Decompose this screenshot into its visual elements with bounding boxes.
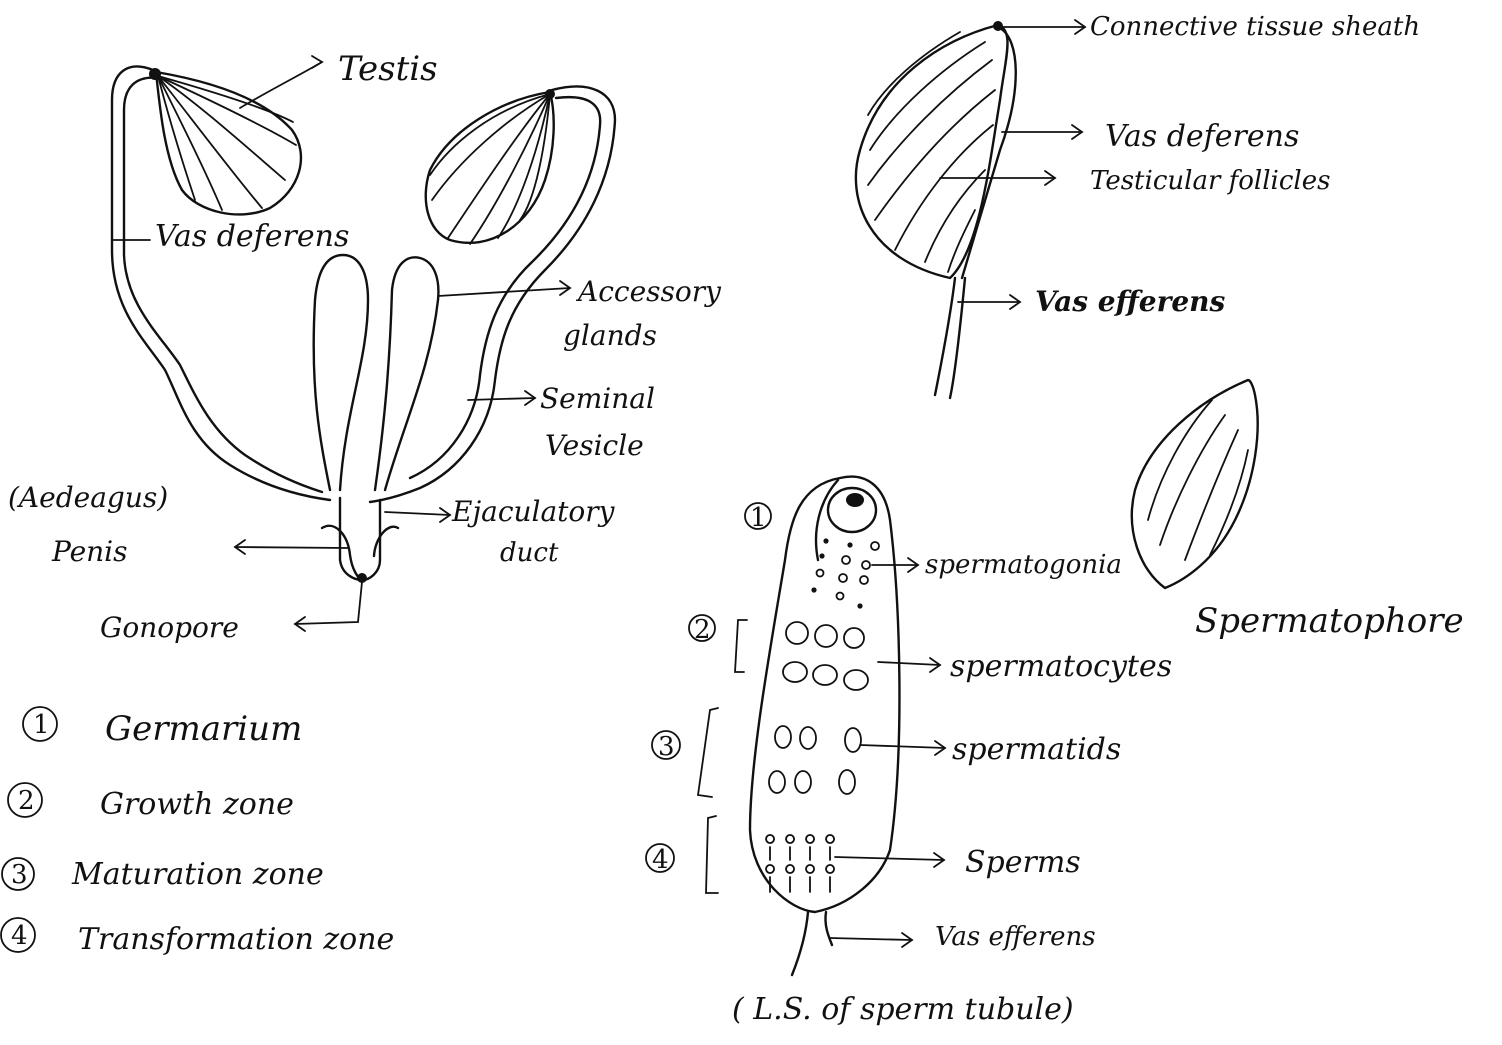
left-testis-follicles: [158, 76, 296, 210]
testis-detail-inner: [962, 28, 1016, 278]
zone1-number: 1: [750, 505, 767, 531]
label-gonopore: Gonopore: [100, 614, 239, 642]
legend-number-circles: [1, 707, 57, 952]
label-testicular-follicles: Testicular follicles: [1090, 168, 1330, 194]
spermatids-cells: [769, 726, 861, 794]
label-ejaculatory-duct-1: Ejaculatory: [452, 498, 615, 526]
label-sperm-tubule-caption: ( L.S. of sperm tubule): [732, 995, 1074, 1025]
label-vas-deferens-detail: Vas deferens: [1105, 122, 1299, 152]
spermatocytes-cells: [783, 622, 868, 690]
label-vas-efferens-detail: Vas efferens: [1035, 288, 1225, 316]
sperm-tubule-drawing: [646, 477, 945, 975]
spermatophore-lines: [1148, 400, 1248, 560]
zone4-bracket: [706, 816, 718, 893]
label-spermatogonia: spermatogonia: [925, 552, 1122, 578]
legend-4-number: 4: [11, 923, 28, 949]
label-seminal-vesicle-2: Vesicle: [545, 432, 644, 460]
testis-arrow: [240, 62, 322, 108]
label-accessory-glands-2: glands: [563, 322, 657, 350]
sperm-cells: [766, 835, 834, 892]
label-vas-deferens: Vas deferens: [155, 222, 349, 252]
label-connective-tissue-sheath: Connective tissue sheath: [1090, 14, 1420, 40]
penis-sheath-right: [374, 527, 398, 556]
label-penis: Penis: [52, 538, 128, 566]
testis-detail-follicles: [868, 32, 995, 272]
left-vas-deferens-inner: [124, 78, 322, 492]
legend-4-name: Transformation zone: [78, 925, 394, 955]
label-ejaculatory-duct-2: duct: [500, 540, 558, 566]
right-accessory-gland: [375, 257, 438, 490]
zone2-bracket: [735, 620, 747, 672]
seminal-vesicle-arrow: [468, 398, 535, 400]
ejaculatory-duct-arrow: [385, 512, 450, 515]
right-testis-follicles: [430, 94, 550, 244]
label-aedeagus: (Aedeagus): [8, 484, 168, 512]
label-spermatids: spermatids: [952, 735, 1121, 765]
zone3-bracket: [698, 708, 718, 797]
label-spermatocytes: spermatocytes: [950, 652, 1172, 682]
spermatophore-drawing: [1132, 380, 1258, 588]
label-spermatophore: Spermatophore: [1195, 604, 1464, 638]
label-accessory-glands-1: Accessory: [578, 278, 721, 306]
label-vas-efferens-tubule: Vas efferens: [935, 924, 1096, 950]
zone2-number: 2: [694, 617, 711, 643]
legend-3-number: 3: [11, 862, 28, 888]
legend-2-number: 2: [18, 788, 35, 814]
testis-detail-outer: [856, 25, 1008, 278]
legend-1-name: Germarium: [105, 712, 302, 746]
label-sperms: Sperms: [965, 848, 1081, 878]
label-seminal-vesicle-1: Seminal: [540, 385, 655, 413]
testis-detail-drawing: [856, 20, 1085, 398]
vas-efferens-tube: [935, 278, 955, 395]
penis-sheath-left: [322, 526, 362, 580]
spermatogonia-cells: [811, 538, 879, 608]
penis-arrow: [235, 547, 348, 548]
label-testis: Testis: [338, 52, 438, 86]
legend-2-name: Growth zone: [100, 790, 294, 820]
legend-3-name: Maturation zone: [72, 860, 324, 890]
left-accessory-gland: [314, 255, 368, 490]
zone4-number: 4: [652, 847, 669, 873]
legend-1-number: 1: [33, 712, 50, 738]
zone3-number: 3: [658, 734, 675, 760]
